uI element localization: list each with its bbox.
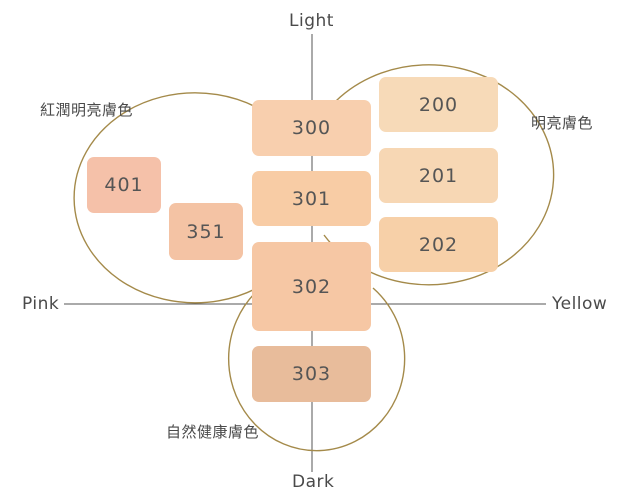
shade-label-201: 201	[418, 164, 459, 187]
shade-label-301: 301	[291, 187, 332, 210]
healthy-group-circle	[228, 287, 406, 452]
shade-label-200: 200	[418, 93, 459, 116]
shade-swatch-200: 200	[379, 77, 498, 132]
shade-swatch-351: 351	[169, 203, 243, 260]
shade-swatch-201: 201	[379, 148, 498, 203]
shade-label-300: 300	[291, 117, 332, 139]
group-label-healthy: 自然健康膚色	[166, 423, 260, 441]
shade-label-303: 303	[291, 363, 332, 385]
axis-label-pink: Pink	[22, 294, 60, 314]
group-label-pink-bright: 紅潤明亮膚色	[40, 101, 134, 119]
axis-label-light: Light	[289, 11, 334, 31]
shade-swatch-301: 301	[252, 171, 371, 226]
shade-swatch-202: 202	[379, 217, 498, 272]
bright-group-circle	[323, 64, 555, 286]
axis-label-dark: Dark	[292, 472, 335, 492]
shade-swatch-300: 300	[252, 100, 371, 156]
shade-swatch-302: 302	[252, 242, 371, 331]
shade-label-401: 401	[104, 174, 144, 196]
group-label-bright: 明亮膚色	[531, 114, 594, 132]
pink-bright-group-circle	[73, 92, 303, 304]
shade-swatch-303: 303	[252, 346, 371, 402]
axis-label-yellow: Yellow	[552, 294, 608, 314]
shade-label-202: 202	[418, 233, 459, 256]
shade-swatch-401: 401	[87, 157, 161, 213]
shade-label-302: 302	[291, 275, 332, 298]
shade-label-351: 351	[186, 220, 226, 243]
